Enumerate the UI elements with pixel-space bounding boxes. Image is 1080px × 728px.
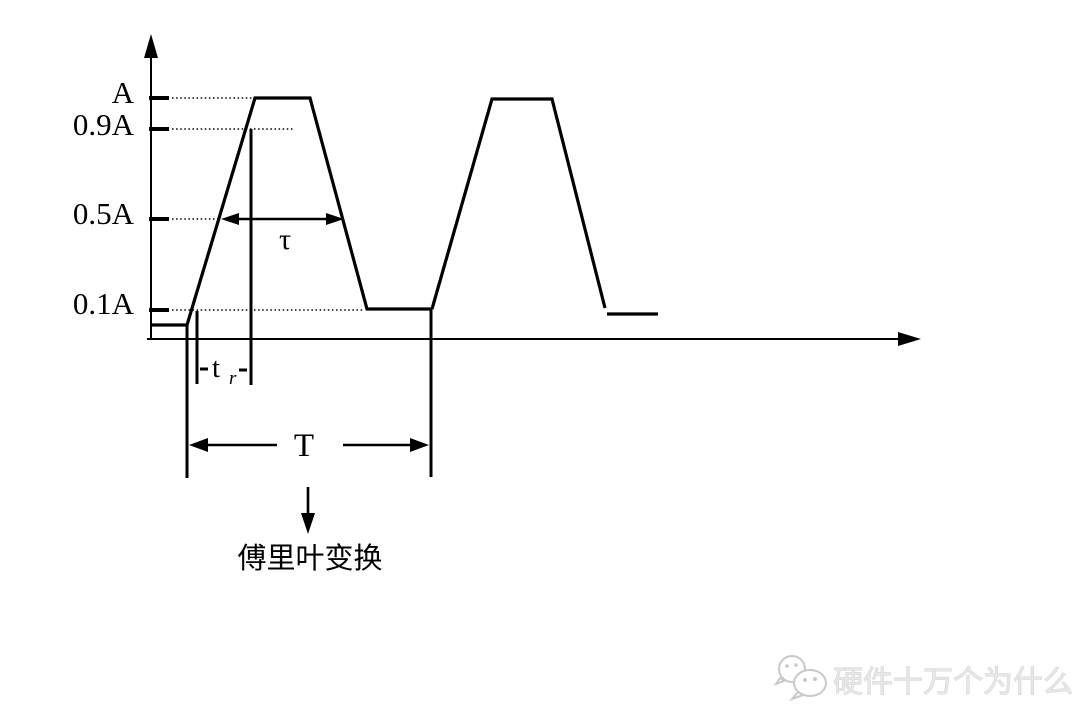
period-arrow-left-icon	[189, 438, 208, 452]
watermark-eye	[803, 678, 807, 682]
label-0-1A: 0.1A	[73, 286, 135, 321]
label-A: A	[112, 75, 135, 110]
x-axis-arrow-icon	[898, 332, 921, 346]
watermark-text: 硬件十万个为什么	[833, 665, 1073, 700]
fourier-annotation: 傅里叶变换	[237, 487, 383, 575]
x-axis	[147, 332, 921, 346]
y-axis-arrow-icon	[144, 34, 158, 58]
y-axis-labels: A 0.9A 0.5A 0.1A	[73, 75, 135, 321]
period-annotation: T	[185, 309, 433, 478]
watermark-bubble-large-tail	[788, 690, 806, 702]
dotted-guides	[172, 97, 364, 311]
label-0-5A: 0.5A	[73, 196, 135, 231]
tau-label: τ	[279, 223, 291, 256]
watermark-bubble-large	[793, 669, 827, 697]
watermark-eye	[785, 664, 789, 668]
period-label: T	[294, 428, 314, 464]
watermark-eye	[813, 677, 817, 681]
fourier-arrow-down-icon	[301, 513, 315, 534]
label-0-9A: 0.9A	[73, 107, 135, 142]
period-arrow-right-icon	[410, 438, 429, 452]
y-axis-ticks	[149, 96, 169, 312]
tau-arrow-left-icon	[221, 213, 239, 225]
watermark-bubble-small-tail	[773, 676, 787, 687]
rise-time-annotation: t r	[195, 129, 253, 389]
waveform	[152, 96, 658, 327]
y-axis	[144, 34, 158, 339]
wechat-bubbles-icon	[773, 655, 827, 702]
fourier-label: 傅里叶变换	[237, 541, 382, 575]
tau-annotation: τ	[221, 213, 344, 256]
pulse-1	[152, 96, 432, 327]
watermark: 硬件十万个为什么	[773, 655, 1073, 702]
watermark-eye	[794, 663, 798, 667]
rise-time-subscript: r	[229, 368, 237, 389]
pulse-2	[430, 97, 607, 310]
tau-arrow-right-icon	[326, 213, 344, 225]
rise-time-label: t	[212, 352, 220, 384]
